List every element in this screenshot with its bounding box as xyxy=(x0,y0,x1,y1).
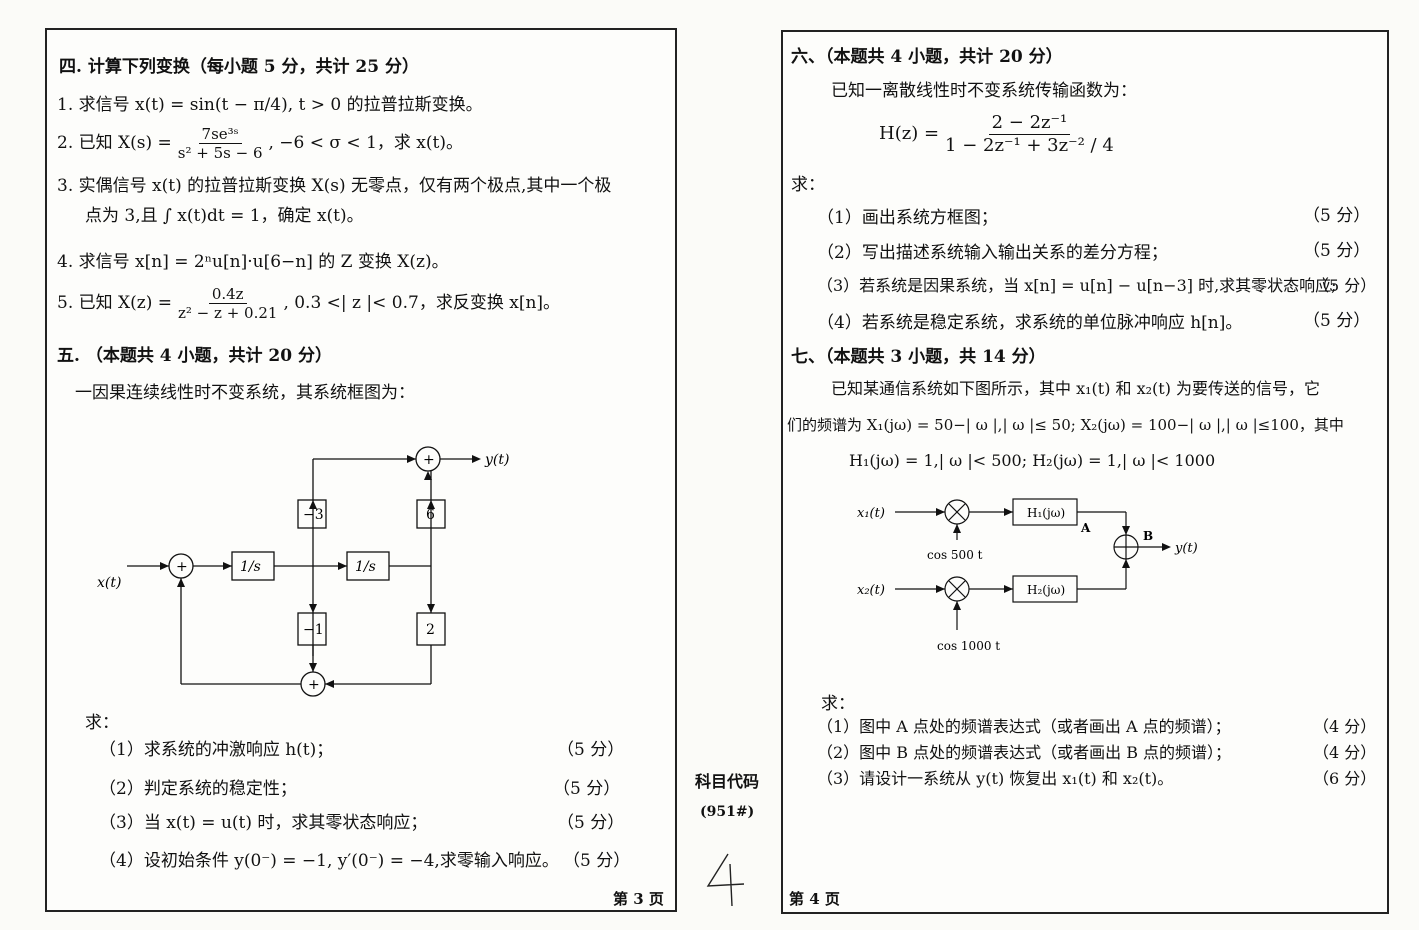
integrator-2-label: 1/s xyxy=(355,559,376,575)
q5-suffix: , 0.3 <| z |< 0.7，求反变换 x[n]。 xyxy=(283,293,561,313)
gain-minus3-label: −3 xyxy=(303,507,324,523)
s5-item-1: （1）求系统的冲激响应 h(t)； xyxy=(99,740,334,760)
s6-item-3: （3）若系统是因果系统，当 x[n] = u[n] − u[n−3] 时,求其零… xyxy=(817,276,1337,295)
section-6-ask: 求： xyxy=(791,175,825,195)
question-4-1: 1. 求信号 x(t) = sin(t − π/4), t > 0 的拉普拉斯变… xyxy=(57,95,483,115)
carrier-2-label: cos 1000 t xyxy=(937,639,1000,653)
left-page: 四. 计算下列变换（每小题 5 分，共计 25 分） 1. 求信号 x(t) =… xyxy=(45,28,677,912)
s5-item-4: （4）设初始条件 y(0⁻) = −1, y′(0⁻) = −4,求零输入响应。 xyxy=(99,851,559,871)
filter-h2-label: H₂(jω) xyxy=(1027,583,1065,597)
h-prefix: H(z) = xyxy=(879,123,940,144)
block-diagram-communication: x₁(t) x₂(t) cos 500 t cos 1000 t H₁(jω) … xyxy=(857,498,1198,653)
section-5-intro: 一因果连续线性时不变系统，其系统框图为： xyxy=(75,383,415,403)
s6-item-4-score: （5 分） xyxy=(1303,311,1371,331)
s5-item-4-score: （5 分） xyxy=(563,851,631,871)
s7-item-1-score: （4 分） xyxy=(1313,717,1377,736)
s5-item-2: （2）判定系统的稳定性； xyxy=(99,779,297,799)
section-5-title: 五. （本题共 4 小题，共计 20 分） xyxy=(57,346,332,366)
section-4-title: 四. 计算下列变换（每小题 5 分，共计 25 分） xyxy=(59,57,419,77)
diagram-input-label: x(t) xyxy=(97,575,121,591)
s5-item-1-score: （5 分） xyxy=(557,740,625,760)
page-number-3: 第 3 页 xyxy=(613,890,664,908)
s6-item-2-score: （5 分） xyxy=(1303,241,1371,261)
s6-item-2: （2）写出描述系统输入输出关系的差分方程； xyxy=(817,243,1168,263)
section-7-line2: 们的频谱为 X₁(jω) = 50−| ω |,| ω |≤ 50; X₂(jω… xyxy=(787,416,1344,434)
s5-item-2-score: （5 分） xyxy=(553,779,621,799)
section-7-line3: H₁(jω) = 1,| ω |< 500; H₂(jω) = 1,| ω |<… xyxy=(849,451,1216,470)
page-number-4: 第 4 页 xyxy=(789,890,840,908)
integrator-1-label: 1/s xyxy=(240,559,261,575)
q2-numerator: 7se³ˢ xyxy=(198,125,242,144)
handwritten-mark: 4 xyxy=(700,849,745,907)
s7-item-1: （1）图中 A 点处的频谱表达式（或者画出 A 点的频谱）； xyxy=(817,717,1231,736)
question-4-4: 4. 求信号 x[n] = 2ⁿu[n]·u[6−n] 的 Z 变换 X(z)。 xyxy=(57,252,449,272)
gain-6-label: 6 xyxy=(426,507,435,523)
point-a-label: A xyxy=(1080,521,1091,535)
q2-prefix: 2. 已知 X(s) = xyxy=(57,133,172,153)
signal-x1-label: x₁(t) xyxy=(857,506,885,521)
h-denominator: 1 − 2z⁻¹ + 3z⁻² / 4 xyxy=(945,134,1114,156)
sum-symbol-1: + xyxy=(176,559,188,575)
point-b-label: B xyxy=(1143,529,1153,543)
s6-item-1-score: （5 分） xyxy=(1303,206,1371,226)
q2-suffix: , −6 < σ < 1，求 x(t)。 xyxy=(268,133,463,153)
s6-item-1: （1）画出系统方框图； xyxy=(817,208,998,228)
section-7-title: 七、（本题共 3 小题，共 14 分） xyxy=(791,347,1046,367)
sum-symbol-3: + xyxy=(308,677,320,693)
s7-item-3-score: （6 分） xyxy=(1313,769,1377,788)
s6-item-3-score: （5 分） xyxy=(1313,276,1377,295)
subject-code-label: 科目代码 xyxy=(695,772,760,791)
section-7-ask: 求： xyxy=(821,694,855,714)
handwritten-mark-text: 4 xyxy=(700,849,701,851)
subject-code-value: (951#) xyxy=(700,804,755,820)
s5-item-3: （3）当 x(t) = u(t) 时，求其零状态响应； xyxy=(99,813,428,833)
s6-item-4: （4）若系统是稳定系统，求系统的单位脉冲响应 h[n]。 xyxy=(817,313,1243,333)
question-4-3-line2: 点为 3,且 ∫ x(t)dt = 1，确定 x(t)。 xyxy=(85,206,364,226)
h-numerator: 2 − 2z⁻¹ xyxy=(988,112,1071,135)
s7-item-2-score: （4 分） xyxy=(1313,743,1377,762)
question-4-3-line1: 3. 实偶信号 x(t) 的拉普拉斯变换 X(s) 无零点，仅有两个极点,其中一… xyxy=(57,176,612,196)
section-5-ask: 求： xyxy=(85,713,119,733)
sum-symbol-2: + xyxy=(423,452,435,468)
gain-minus1-label: −1 xyxy=(303,622,324,638)
right-page: 六、（本题共 4 小题，共计 20 分） 已知一离散线性时不变系统传输函数为： … xyxy=(781,30,1389,914)
q2-denominator: s² + 5s − 6 xyxy=(177,144,263,162)
q5-numerator: 0.4z xyxy=(208,285,247,304)
signal-x2-label: x₂(t) xyxy=(857,583,885,598)
section-7-line1: 已知某通信系统如下图所示，其中 x₁(t) 和 x₂(t) 为要传送的信号，它 xyxy=(831,379,1321,398)
section-6-title: 六、（本题共 4 小题，共计 20 分） xyxy=(791,47,1063,67)
output-y-label: y(t) xyxy=(1174,541,1198,556)
q5-denominator: z² − z + 0.21 xyxy=(178,304,278,322)
s5-item-3-score: （5 分） xyxy=(557,813,625,833)
section-6-intro: 已知一离散线性时不变系统传输函数为： xyxy=(831,81,1137,101)
diagram-output-label: y(t) xyxy=(484,452,509,468)
s7-item-2: （2）图中 B 点处的频谱表达式（或者画出 B 点的频谱）； xyxy=(817,743,1232,762)
q5-prefix: 5. 已知 X(z) = xyxy=(57,293,172,313)
s7-item-3: （3）请设计一系统从 y(t) 恢复出 x₁(t) 和 x₂(t)。 xyxy=(817,769,1174,788)
filter-h1-label: H₁(jω) xyxy=(1027,506,1065,520)
block-diagram-continuous: x(t) y(t) + + + 1/s 1/s −3 6 −1 2 xyxy=(97,446,509,697)
carrier-1-label: cos 500 t xyxy=(927,548,983,562)
gain-2-label: 2 xyxy=(426,622,435,638)
